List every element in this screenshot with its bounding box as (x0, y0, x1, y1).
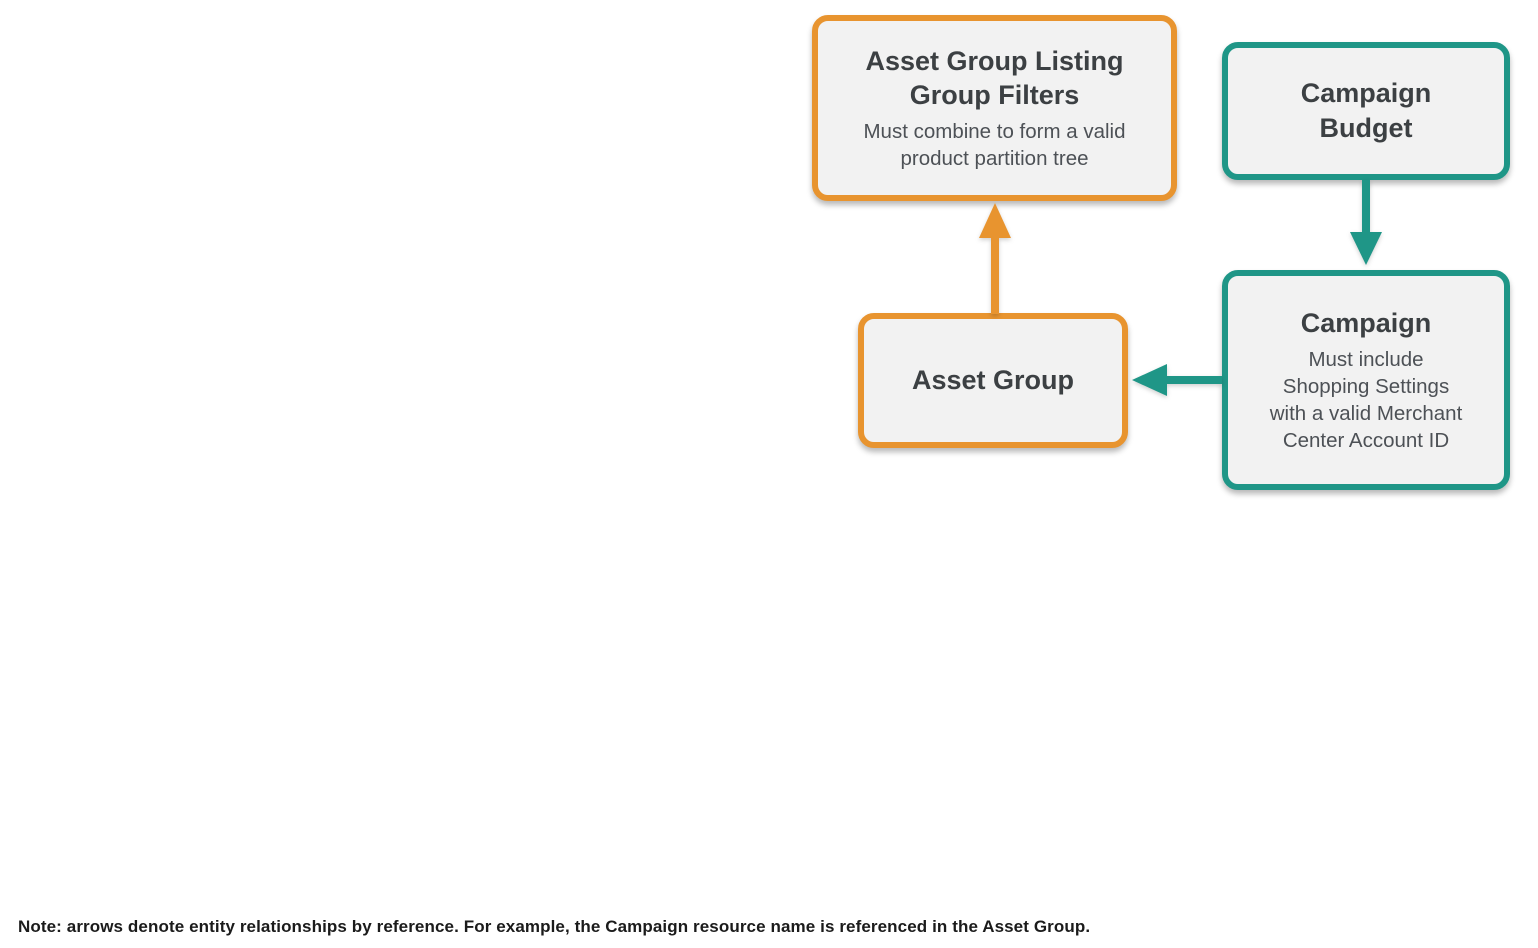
node-asset-group: Asset Group (858, 313, 1128, 448)
node-title: Asset Group (911, 365, 1075, 396)
arrow-head-left-icon (1132, 364, 1167, 396)
arrow-shaft (1166, 376, 1222, 384)
node-subtitle: Must include Shopping Settings with a va… (1269, 347, 1463, 452)
arrow-shaft (991, 236, 999, 314)
node-title: Asset Group Listing Group Filters (865, 45, 1124, 111)
node-campaign: Campaign Must include Shopping Settings … (1222, 270, 1510, 490)
footnote: Note: arrows denote entity relationships… (18, 917, 1091, 936)
node-asset-group-listing-group-filters: Asset Group Listing Group Filters Must c… (812, 15, 1177, 201)
node-title: Campaign Budget (1300, 78, 1432, 143)
arrow-head-down-icon (1350, 232, 1382, 265)
node-subtitle: Must combine to form a valid product par… (863, 120, 1126, 171)
arrow-head-up-icon (979, 203, 1011, 238)
arrow-shaft (1362, 180, 1370, 234)
node-campaign-budget: Campaign Budget (1222, 42, 1510, 180)
node-title: Campaign (1300, 308, 1432, 339)
